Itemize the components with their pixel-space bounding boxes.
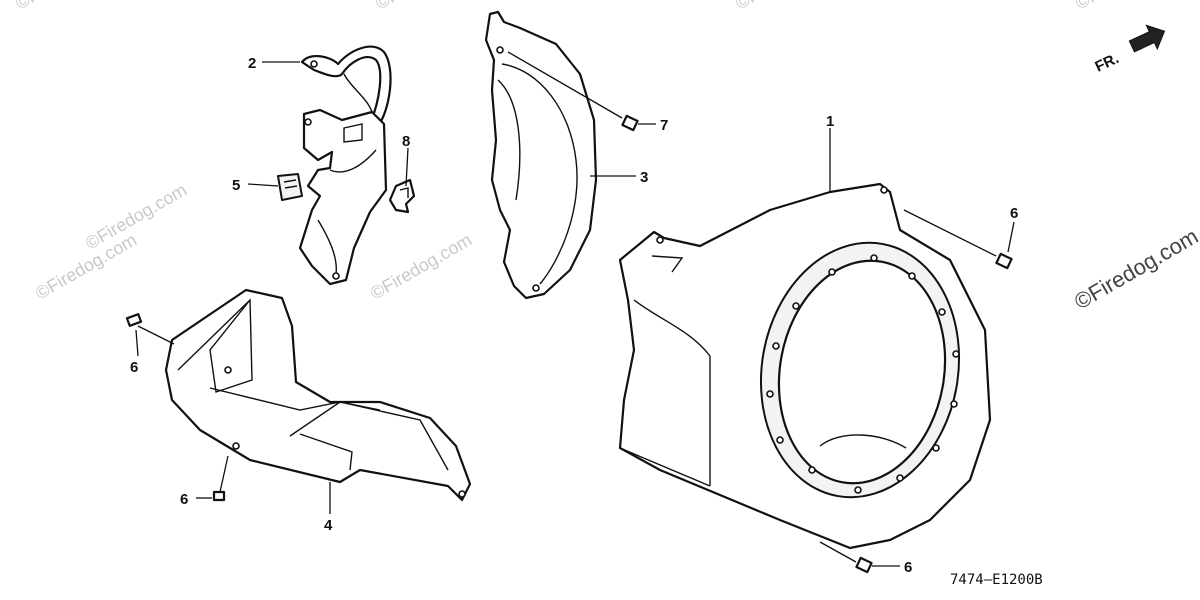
direction-label: FR.	[1093, 50, 1122, 76]
callout-8: 8	[402, 133, 410, 150]
callout-numbers: 1 2 3 4 5 6 6 6 6 7 8	[130, 55, 1018, 576]
callout-3: 3	[640, 169, 648, 186]
callout-1: 1	[826, 113, 834, 130]
bolt-7	[507, 51, 639, 132]
watermark-text: ©Firedog.com	[1072, 0, 1180, 13]
arrow-right-icon	[1128, 24, 1166, 53]
watermark-main: ©Firedog.com	[1070, 223, 1200, 314]
leader-lines	[135, 61, 1015, 567]
callout-6b: 6	[180, 491, 188, 508]
callout-6d: 6	[904, 559, 912, 576]
bolt-6d	[819, 541, 873, 574]
part-4-lower-guide-plate	[164, 288, 472, 502]
drawing-code: 7474—E1200B	[950, 572, 1043, 588]
callout-6c: 6	[1010, 205, 1018, 222]
part-3-side-baffle	[484, 10, 598, 300]
callout-4: 4	[324, 517, 333, 534]
watermark-text: ©Firedog.com	[12, 0, 120, 13]
part-upper-left-shroud	[298, 108, 388, 286]
callout-5: 5	[232, 177, 240, 194]
callout-7: 7	[660, 117, 668, 134]
callout-6a: 6	[130, 359, 138, 376]
bolt-6c	[903, 209, 1013, 270]
part-5-clip	[277, 173, 303, 201]
watermark-text: ©Firedog.com	[372, 0, 480, 13]
front-direction-indicator: FR.	[1093, 24, 1166, 76]
watermark-text: ©Firedog.com	[367, 229, 475, 303]
callout-2: 2	[248, 55, 256, 72]
part-8-grommet	[388, 178, 416, 214]
part-1-fan-cover	[618, 182, 992, 550]
bolt-6b	[212, 455, 229, 502]
watermark-text: ©Firedog.com	[732, 0, 840, 13]
bolt-6a	[125, 313, 175, 345]
